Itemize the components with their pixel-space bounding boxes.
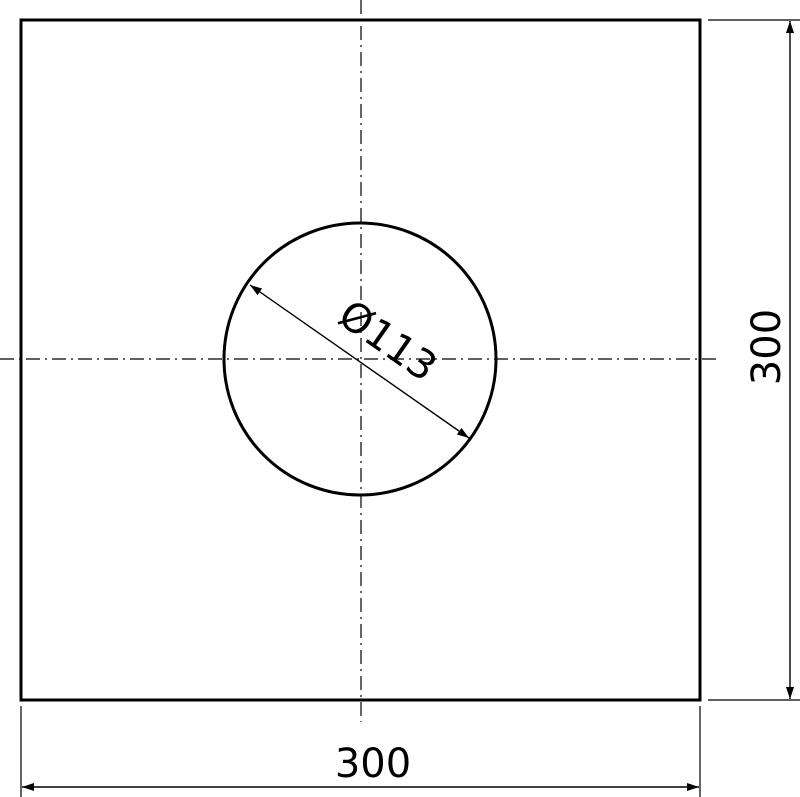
diameter-label: Ø113 bbox=[330, 292, 445, 391]
hole-circle bbox=[222, 221, 498, 497]
height-dimension-label: 300 bbox=[744, 309, 790, 385]
width-dimension-label: 300 bbox=[335, 741, 411, 787]
diameter-dimension-line bbox=[249, 284, 470, 439]
plate-outline bbox=[19, 18, 702, 702]
